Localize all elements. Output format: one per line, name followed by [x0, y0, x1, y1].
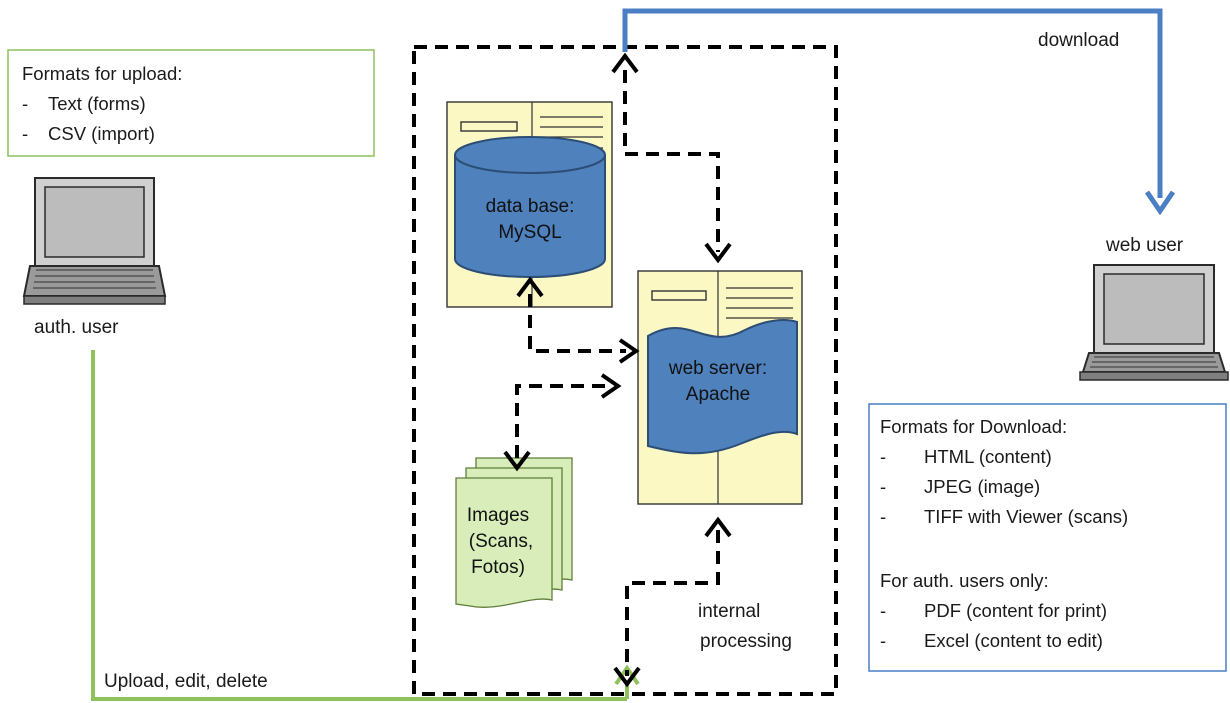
internal-processing-label-line2: processing [700, 631, 792, 652]
upload-format-dash-2: - [22, 123, 28, 144]
connector-images-webserver [503, 373, 622, 472]
database-cylinder-icon [454, 136, 606, 278]
download-format-dash-1: - [880, 446, 886, 467]
auth-format-dash-2: - [880, 630, 886, 651]
images-label-line3: Fotos) [471, 557, 525, 578]
upload-flow-label: Upload, edit, delete [104, 671, 268, 692]
download-format-item-3: TIFF with Viewer (scans) [924, 506, 1128, 527]
upload-formats-title: Formats for upload: [22, 63, 182, 84]
download-format-item-2: JPEG (image) [924, 476, 1040, 497]
auth-user-laptop-icon [22, 177, 167, 305]
images-document-stack-icon [455, 457, 573, 608]
download-formats-title: Formats for Download: [880, 416, 1067, 437]
download-format-dash-3: - [880, 506, 886, 527]
upload-format-dash-1: - [22, 93, 28, 114]
upload-formats-box: Formats for upload: - Text (forms) - CSV… [7, 49, 375, 157]
internal-processing-label-line1: internal [698, 601, 760, 622]
web-server-label-line2: Apache [686, 384, 750, 405]
database-label-line1: data base: [486, 196, 575, 217]
images-label-line2: (Scans, [469, 531, 533, 552]
connector-webserver-upload [613, 516, 732, 688]
upload-format-item-2: CSV (import) [48, 123, 155, 144]
auth-format-item-2: Excel (content to edit) [924, 630, 1103, 651]
download-formats-box: Formats for Download: - HTML (content) -… [868, 403, 1227, 672]
images-label-line1: Images [467, 505, 529, 526]
auth-user-label: auth. user [34, 317, 119, 338]
web-user-laptop-icon [1079, 264, 1229, 381]
auth-format-dash-1: - [880, 600, 886, 621]
download-flow-arrow [622, 8, 1176, 216]
download-format-item-1: HTML (content) [924, 446, 1052, 467]
connector-download-webserver [611, 52, 732, 264]
download-flow-label: download [1038, 30, 1119, 51]
auth-format-item-1: PDF (content for print) [924, 600, 1107, 621]
connector-database-webserver [516, 276, 640, 364]
upload-format-item-1: Text (forms) [48, 93, 146, 114]
web-server-label-line1: web server: [668, 358, 767, 379]
web-server-icon [637, 270, 803, 505]
web-user-label: web user [1105, 235, 1184, 256]
auth-only-title: For auth. users only: [880, 570, 1049, 591]
download-format-dash-2: - [880, 476, 886, 497]
database-label-line2: MySQL [498, 222, 561, 243]
